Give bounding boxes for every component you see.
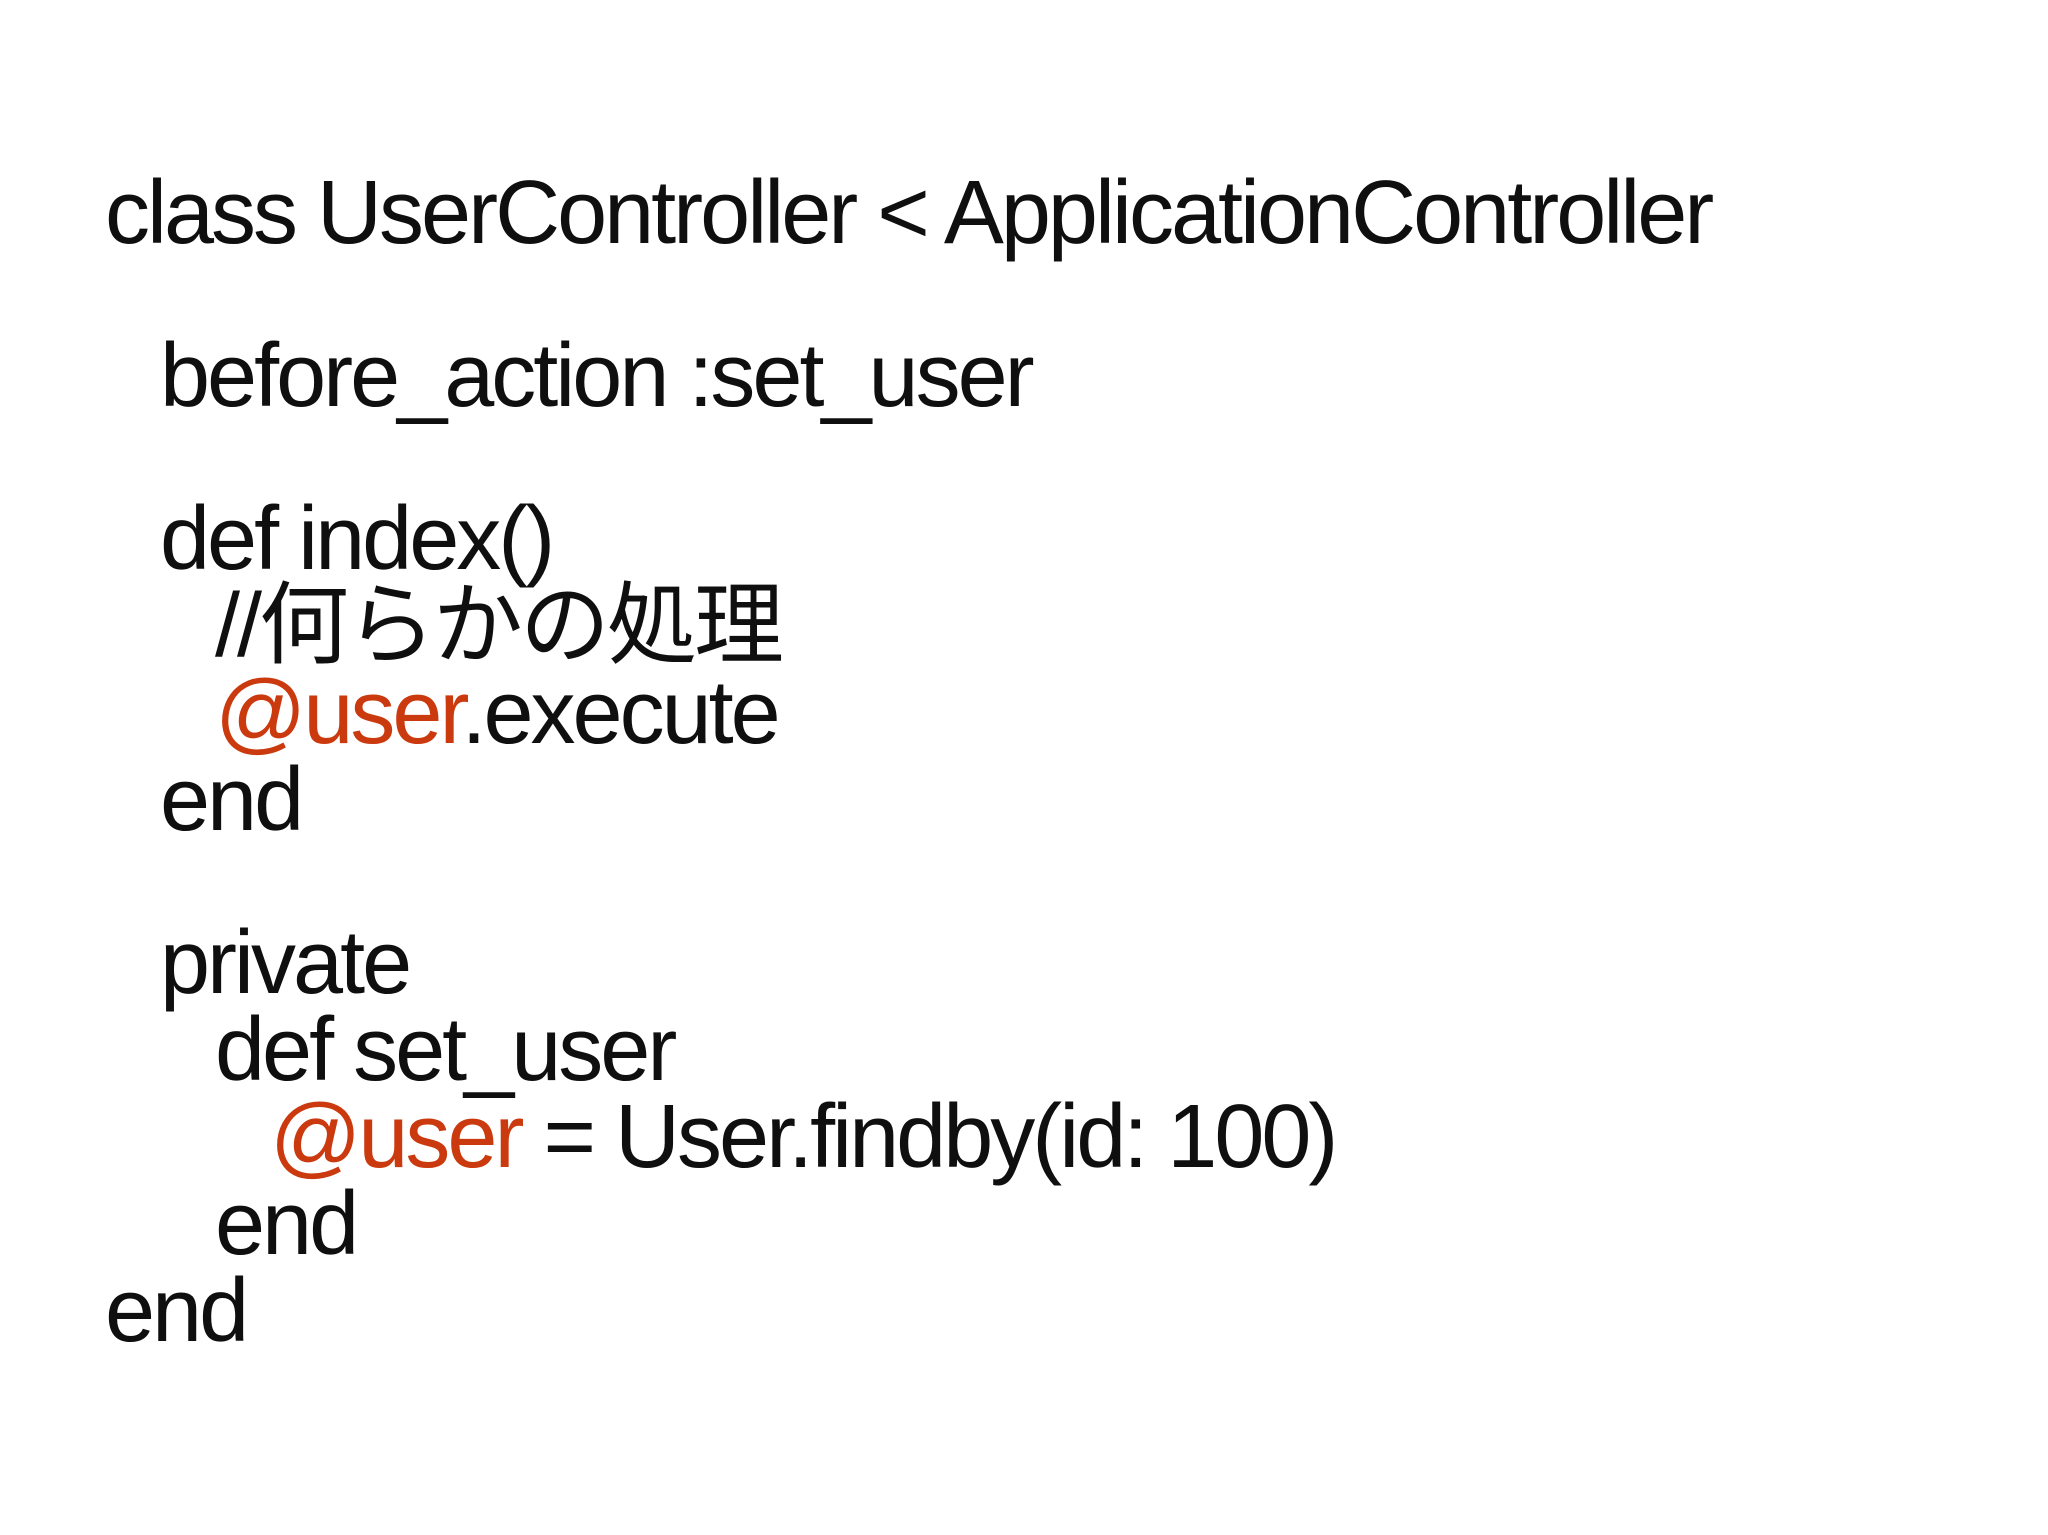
code-line: def set_user [0, 1005, 2048, 1095]
code-token: end [215, 1174, 359, 1274]
code-line: class UserController < ApplicationContro… [0, 168, 2048, 258]
code-line: @user.execute [0, 668, 2048, 758]
code-line: before_action :set_user [0, 331, 2048, 421]
code-blank-line [0, 420, 2048, 496]
code-block: class UserController < ApplicationContro… [0, 168, 2048, 1356]
code-line: @user = User.findby(id: 100) [0, 1092, 2048, 1182]
code-token: private [160, 913, 412, 1013]
instance-variable-token: @user [270, 1087, 524, 1187]
code-blank-line [0, 844, 2048, 920]
code-line: end [0, 1179, 2048, 1269]
code-line: private [0, 918, 2048, 1008]
code-token: before_action :set_user [160, 326, 1035, 426]
code-token: def index() [160, 489, 555, 589]
code-token: end [105, 1261, 249, 1361]
code-line: def index() [0, 494, 2048, 584]
code-token: end [160, 750, 304, 850]
code-line: //何らかの処理 [0, 581, 2048, 671]
code-token: = User.findby(id: 100) [521, 1087, 1338, 1187]
code-blank-line [0, 257, 2048, 333]
code-token: .execute [461, 663, 780, 763]
code-line: end [0, 1266, 2048, 1356]
code-line: end [0, 755, 2048, 845]
code-token: class UserController < ApplicationContro… [105, 163, 1714, 263]
code-token: def set_user [215, 1000, 677, 1100]
code-token: //何らかの処理 [215, 576, 784, 676]
instance-variable-token: @user [215, 663, 464, 763]
